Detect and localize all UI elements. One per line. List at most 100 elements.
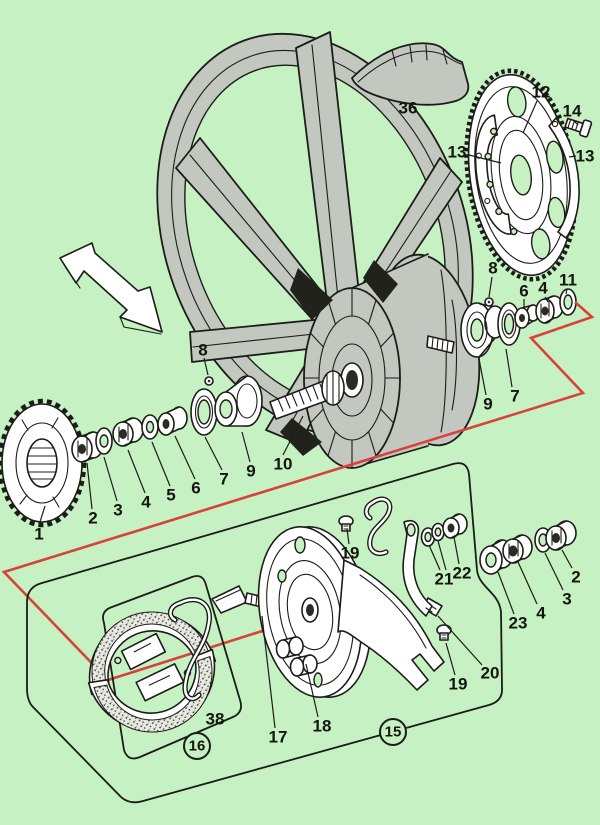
- callout-4: 4: [517, 561, 546, 623]
- nut-4-right: [535, 295, 564, 324]
- lower-assembly-box-15: [26, 462, 503, 804]
- washer-11: [559, 288, 577, 316]
- callout-label: 7: [510, 387, 519, 406]
- callout-4: 4: [538, 279, 549, 303]
- nut-2-bottom: [545, 520, 577, 551]
- callout-label: 9: [483, 395, 492, 414]
- callout-label: 19: [341, 544, 360, 563]
- callout-label: 6: [519, 282, 528, 301]
- brake-arm: [402, 519, 433, 617]
- callout-18: 18: [305, 663, 332, 736]
- sprocket-bolt: [564, 117, 593, 138]
- callout-6: 6: [174, 435, 201, 498]
- washers-21: [420, 522, 445, 547]
- callout-leader: [127, 449, 146, 494]
- callout-label: 38: [206, 710, 225, 729]
- callout-leader: [544, 552, 564, 591]
- callout-leader: [103, 456, 118, 502]
- freewheel-sprocket-1: [0, 398, 87, 528]
- hardware-bottom-right: [479, 520, 577, 575]
- callout-label: 4: [538, 279, 548, 298]
- callout-label: 13: [576, 147, 595, 166]
- sprocket-carrier-plate: [474, 114, 512, 235]
- seal-ring-7: [190, 388, 218, 436]
- callout-7: 7: [204, 436, 229, 489]
- callout-2: 2: [86, 462, 98, 528]
- callout-label: 21: [435, 570, 454, 589]
- direction-arrow: [59, 242, 163, 335]
- callout-15: 15: [379, 718, 407, 746]
- callout-leader: [517, 561, 538, 605]
- callout-leader: [174, 435, 196, 480]
- callout-label: 2: [88, 509, 97, 528]
- brake-shoes: [87, 611, 217, 733]
- callout-label: 10: [274, 455, 293, 474]
- callout-leader: [241, 431, 251, 463]
- callout-label: 3: [562, 590, 571, 609]
- callout-13: 13: [448, 143, 502, 164]
- nut-4: [112, 417, 144, 447]
- axle-hardware-left: [0, 375, 263, 528]
- anchor-bracket: [337, 559, 445, 691]
- chain-guard-arc: [548, 117, 580, 239]
- callout-7: 7: [505, 348, 520, 406]
- callout-label: 8: [198, 341, 207, 360]
- callout-leader: [572, 119, 579, 126]
- callout-2: 2: [561, 549, 581, 587]
- callout-leader: [261, 615, 276, 729]
- callout-9: 9: [478, 358, 493, 414]
- callout-label: 22: [453, 564, 472, 583]
- tire-section: [351, 42, 470, 106]
- callout-label: 4: [536, 604, 546, 623]
- bushing-6: [157, 406, 188, 436]
- callout-leader: [568, 155, 577, 158]
- callout-23: 23: [497, 571, 528, 633]
- callout-label: 18: [313, 717, 332, 736]
- callout-19: 19: [445, 642, 468, 694]
- spring-clip: [363, 496, 393, 557]
- cone-bushing-9: [214, 375, 263, 427]
- callout-label: 23: [509, 614, 528, 633]
- callout-leader: [565, 288, 568, 295]
- callout-16: 16: [183, 732, 211, 760]
- hub-fins: [303, 287, 401, 469]
- rear-wheel: [156, 31, 481, 469]
- callout-label: 14: [563, 102, 582, 121]
- callout-leader: [478, 358, 487, 396]
- nut-22: [442, 513, 468, 539]
- callout-label: 13: [448, 143, 467, 162]
- callout-leader: [445, 642, 456, 676]
- washer-3: [95, 427, 113, 455]
- callout-3: 3: [103, 456, 123, 520]
- callout-label: 3: [113, 501, 122, 520]
- callout-4: 4: [127, 449, 151, 512]
- callout-label: 16: [189, 738, 206, 755]
- callout-circle: [183, 732, 211, 760]
- callout-leader: [38, 505, 46, 526]
- screw-19-bottom: [436, 624, 452, 641]
- callout-20: 20: [437, 615, 499, 683]
- callout-label: 9: [246, 462, 255, 481]
- ball-8-right: [484, 297, 494, 307]
- callout-leader: [86, 462, 93, 510]
- callout-label: 6: [191, 479, 200, 498]
- brake-spring-38: [167, 597, 212, 702]
- axle-stud-right: [426, 335, 455, 354]
- callout-11: 11: [559, 271, 577, 295]
- callout-label: 36: [399, 99, 418, 118]
- callout-leader: [282, 415, 304, 456]
- callout-label: 8: [488, 259, 497, 278]
- callout-13: 13: [568, 147, 595, 166]
- axle-threaded-shaft: [269, 370, 345, 420]
- callout-10: 10: [274, 415, 304, 474]
- callout-leader: [437, 615, 483, 666]
- callout-label: 19: [449, 675, 468, 694]
- washer-5: [141, 414, 159, 440]
- callout-leader: [204, 436, 223, 471]
- callout-leader: [428, 544, 441, 571]
- callout-19: 19: [341, 528, 360, 563]
- callout-label: 11: [559, 271, 577, 290]
- callout-8: 8: [198, 341, 209, 376]
- callout-leader: [151, 441, 171, 487]
